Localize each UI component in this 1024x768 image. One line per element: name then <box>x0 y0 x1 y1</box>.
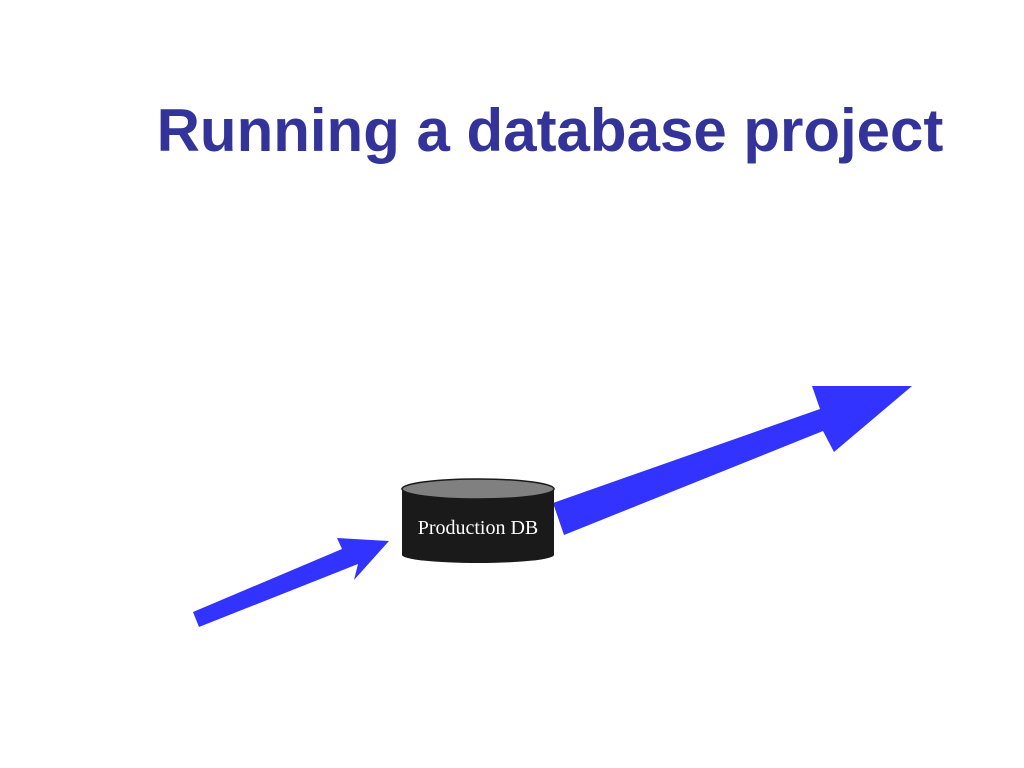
outgoing-arrow <box>553 386 912 535</box>
production-db-cylinder: Production DB <box>401 478 555 563</box>
incoming-arrow <box>193 538 389 627</box>
db-body <box>402 489 554 563</box>
slide-title: Running a database project <box>156 97 944 164</box>
db-label: Production DB <box>418 517 539 539</box>
db-top <box>401 478 555 500</box>
